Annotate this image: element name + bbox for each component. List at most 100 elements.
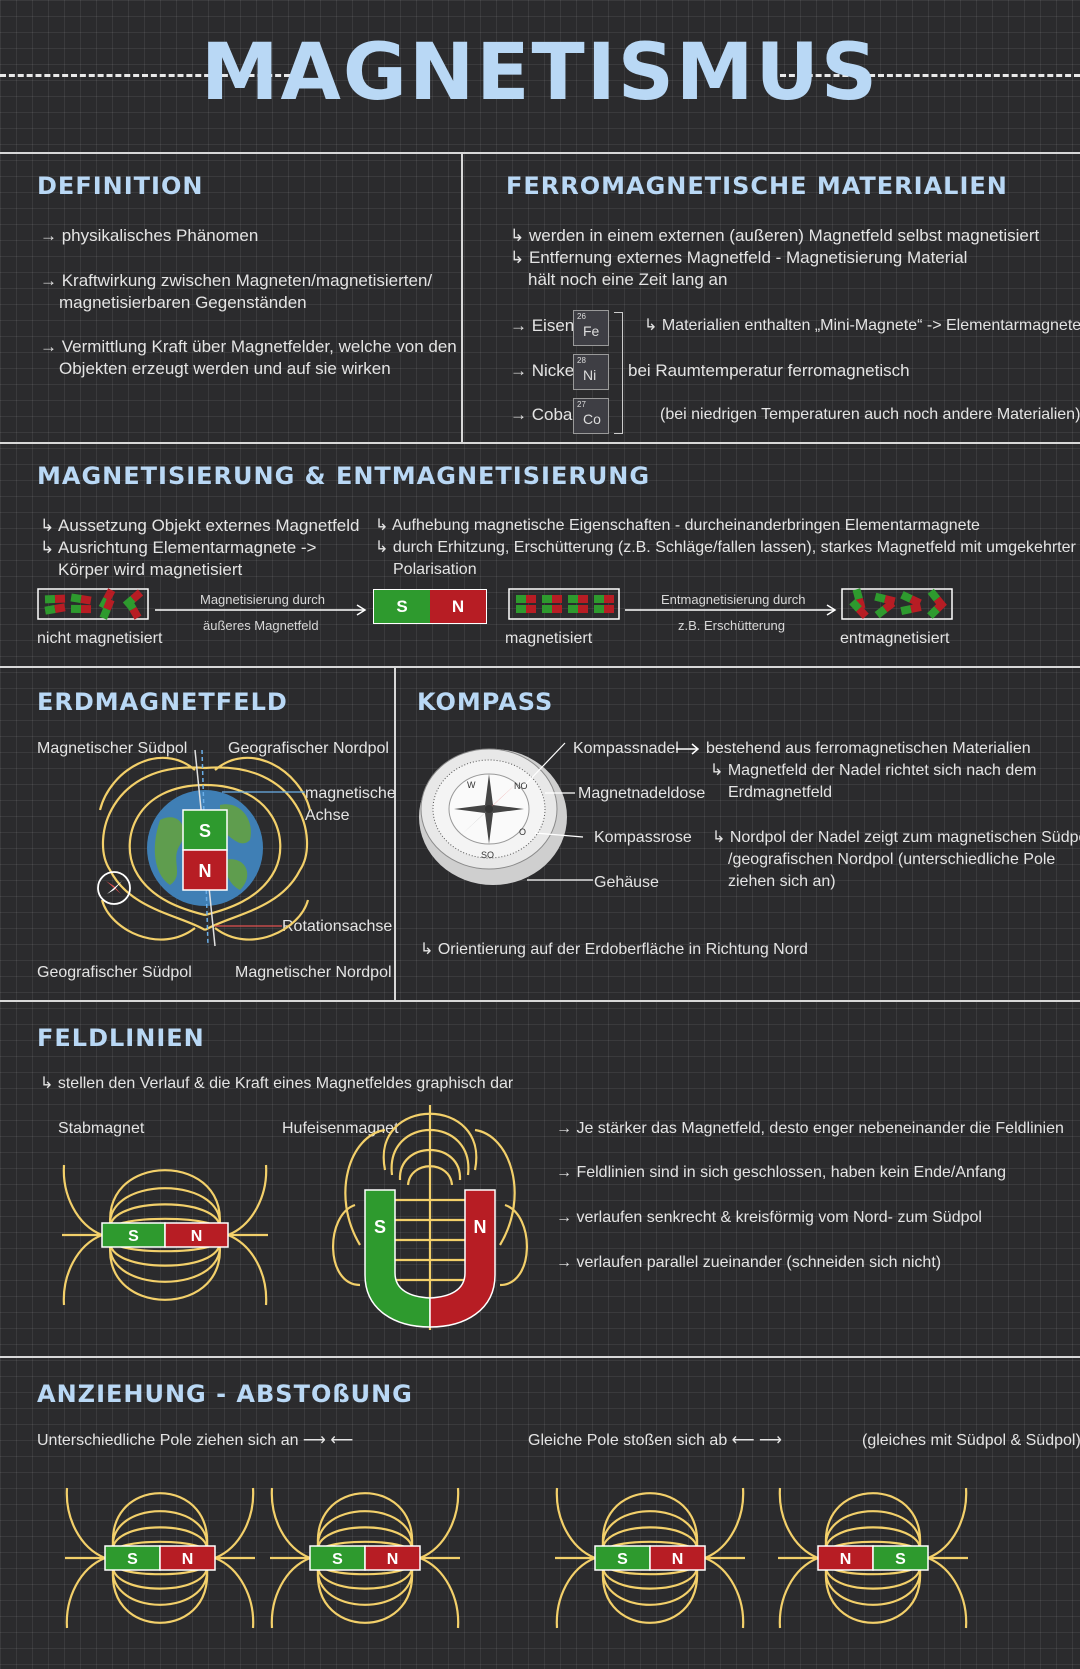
north-pole: N	[430, 590, 486, 623]
elementary-magnet	[516, 595, 536, 603]
field-line	[555, 1556, 596, 1629]
svg-text:W: W	[467, 780, 476, 790]
field-line	[927, 1487, 968, 1560]
elementary-magnet	[568, 605, 588, 613]
svg-text:N: N	[474, 1217, 487, 1237]
pole-label: S	[128, 1228, 139, 1245]
field-line	[601, 1557, 699, 1606]
arrow-label: Magnetisierung durch	[200, 592, 326, 607]
arrow-right-icon	[676, 743, 700, 755]
feld-point: → verlaufen parallel zueinander (schneid…	[556, 1254, 942, 1271]
field-line	[555, 1487, 596, 1560]
mag-right-line: ↳ Aufhebung magnetische Eigenschaften - …	[375, 517, 980, 534]
pole-label: S	[127, 1551, 138, 1568]
arrow-label: z.B. Erschütterung	[678, 618, 785, 633]
field-line	[824, 1557, 922, 1624]
arrow-label: Entmagnetisierung durch	[661, 592, 806, 607]
earth-field-diagram: S N	[97, 749, 312, 947]
ferro-line: hält noch eine Zeit lang an	[528, 270, 728, 289]
field-line	[65, 1487, 106, 1560]
field-line	[601, 1557, 699, 1624]
elementary-magnet	[70, 593, 92, 605]
horseshoe-magnet-field-diagram: S N	[332, 1105, 528, 1330]
elementary-magnet	[594, 605, 614, 613]
element-label: → Nickel	[510, 361, 579, 380]
compass-label: Magnetnadeldose	[578, 785, 706, 802]
elementary-magnet	[874, 599, 896, 619]
field-line	[704, 1487, 745, 1560]
field-line	[316, 1557, 414, 1624]
field-line	[419, 1556, 460, 1629]
definition-item: → Kraftwirkung zwischen Magneten/magneti…	[40, 271, 433, 290]
ferro-note: bei Raumtemperatur ferromagnetisch	[628, 361, 910, 380]
divider	[0, 666, 1080, 668]
pole-label: N	[840, 1551, 852, 1568]
kompass-heading: KOMPASS	[417, 688, 554, 716]
element-number: 27	[577, 400, 586, 409]
definition-item: → physikalisches Phänomen	[40, 226, 259, 245]
divider	[394, 666, 396, 1000]
arrow-demagnetize	[625, 604, 837, 616]
mag-right-line: Polarisation	[393, 561, 477, 578]
divider	[0, 442, 1080, 444]
field-line	[109, 1169, 221, 1236]
elementary-magnet	[594, 595, 614, 603]
erd-label: Magnetischer Nordpol	[235, 964, 392, 981]
field-line	[111, 1557, 209, 1624]
ferro-note: ↳ Materialien enthalten „Mini-Magnete“ -…	[644, 317, 1080, 334]
erd-label: magnetische	[305, 785, 396, 802]
field-line	[214, 1487, 255, 1560]
pole-label: S	[895, 1551, 906, 1568]
elementary-magnet	[124, 598, 142, 620]
erd-heading: ERDMAGNETFELD	[37, 688, 288, 716]
field-line	[62, 1164, 103, 1237]
mag-left-line: ↳ Aussetzung Objekt externes Magnetfeld	[40, 516, 360, 535]
page-title: MAGNETISMUS	[200, 28, 880, 118]
field-line	[62, 1233, 103, 1306]
elementary-magnet	[99, 598, 115, 620]
field-line	[109, 1234, 221, 1301]
elementary-magnet	[70, 604, 92, 614]
repulsion-field-right	[778, 1487, 968, 1629]
mag-left-line: Körper wird magnetisiert	[58, 560, 243, 579]
elementary-magnet	[542, 595, 562, 603]
svg-text:SO: SO	[481, 850, 494, 860]
element-symbol: Fe	[583, 323, 600, 339]
elementary-magnet	[44, 594, 66, 604]
definition-item: Objekten erzeugt werden und auf sie wirk…	[59, 359, 391, 378]
field-line	[270, 1487, 311, 1560]
svg-text:O: O	[519, 827, 526, 837]
erd-label: Magnetischer Südpol	[37, 740, 188, 757]
element-label: → Cobalt	[510, 405, 581, 424]
elementary-magnet	[516, 605, 536, 613]
field-line	[227, 1164, 268, 1237]
caption: magnetisiert	[505, 630, 593, 647]
ferro-line: ↳ Entfernung externes Magnetfeld - Magne…	[510, 248, 968, 267]
caption: nicht magnetisiert	[37, 630, 163, 647]
mag-left-line: ↳ Ausrichtung Elementarmagnete ->	[40, 538, 317, 557]
elementary-magnet	[900, 603, 922, 615]
ferro-heading: FERROMAGNETISCHE MATERIALIEN	[506, 172, 1008, 200]
compass-note: bestehend aus ferromagnetischen Material…	[706, 740, 1031, 757]
compass-note: /geografischen Nordpol (unterschiedliche…	[728, 851, 1056, 868]
field-line	[778, 1556, 819, 1629]
field-line	[109, 1187, 221, 1236]
field-line	[927, 1556, 968, 1629]
feld-heading: FELDLINIEN	[37, 1024, 205, 1052]
field-line	[65, 1556, 106, 1629]
field-line	[111, 1510, 209, 1559]
arrow-label: äußeres Magnetfeld	[203, 618, 319, 633]
field-line	[111, 1492, 209, 1559]
caption: entmagnetisiert	[840, 630, 950, 647]
divider	[0, 152, 1080, 154]
anz-mid: Gleiche Pole stoßen sich ab ⟵ ⟶	[528, 1432, 782, 1449]
